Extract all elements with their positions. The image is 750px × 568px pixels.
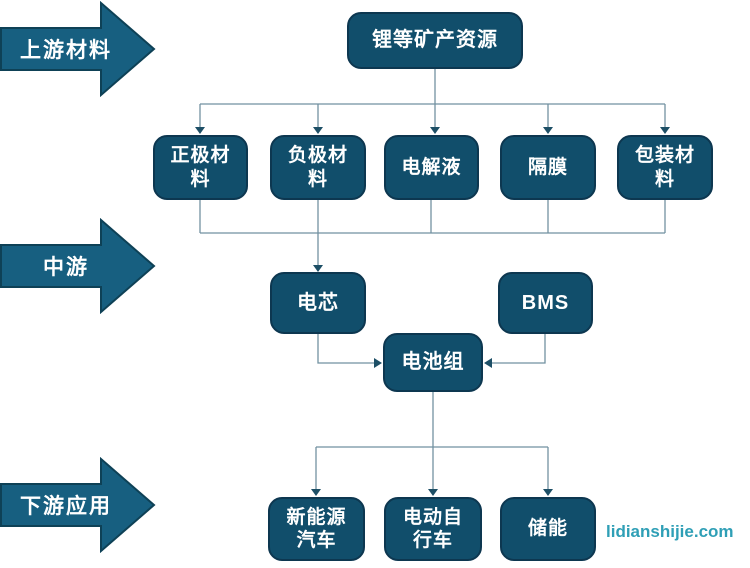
node-cathode-material: 正极材料 [153, 135, 248, 200]
node-electric-bicycle-label: 电动自行车 [402, 506, 463, 551]
downstream-arrow-icon [0, 457, 156, 553]
node-electrolyte: 电解液 [384, 135, 479, 200]
node-packaging-material-label: 包装材料 [634, 145, 695, 190]
midstream-arrow-icon [0, 218, 156, 314]
node-mineral-resources-label: 锂等矿产资源 [372, 29, 498, 52]
node-separator-label: 隔膜 [527, 156, 568, 178]
node-anode-material-label: 负极材料 [287, 145, 348, 190]
connector-paths [199, 69, 666, 489]
downstream-arrow-shape [0, 457, 156, 553]
node-bms-label: BMS [521, 291, 570, 314]
node-battery-cell: 电芯 [270, 272, 366, 334]
stage-upstream-label: 上游材料 [20, 39, 112, 62]
node-battery-pack: 电池组 [383, 333, 483, 392]
midstream-arrow-shape [0, 218, 156, 314]
node-mineral-resources: 锂等矿产资源 [347, 12, 523, 69]
node-packaging-material: 包装材料 [617, 135, 713, 200]
node-energy-storage-label: 储能 [527, 518, 568, 540]
node-new-energy-vehicle-label: 新能源汽车 [286, 506, 347, 551]
node-bms: BMS [498, 272, 593, 334]
node-battery-pack-label: 电池组 [401, 351, 465, 374]
node-new-energy-vehicle: 新能源汽车 [268, 497, 365, 561]
node-cathode-material-label: 正极材料 [170, 145, 231, 190]
node-anode-material: 负极材料 [270, 135, 366, 200]
stage-upstream: 上游材料 [0, 1, 157, 97]
upstream-arrow-shape [0, 1, 156, 97]
stage-midstream: 中游 [0, 218, 157, 314]
watermark: lidianshijie.com [606, 522, 734, 541]
node-separator: 隔膜 [500, 135, 596, 200]
upstream-arrow-icon [0, 1, 156, 97]
node-electrolyte-label: 电解液 [401, 156, 462, 178]
stage-downstream-label: 下游应用 [20, 495, 112, 518]
stage-downstream: 下游应用 [0, 457, 157, 553]
node-energy-storage: 储能 [500, 497, 596, 561]
connector-arrowheads [195, 127, 670, 496]
node-battery-cell-label: 电芯 [297, 291, 339, 314]
stage-midstream-label: 中游 [43, 256, 89, 279]
node-electric-bicycle: 电动自行车 [384, 497, 482, 561]
